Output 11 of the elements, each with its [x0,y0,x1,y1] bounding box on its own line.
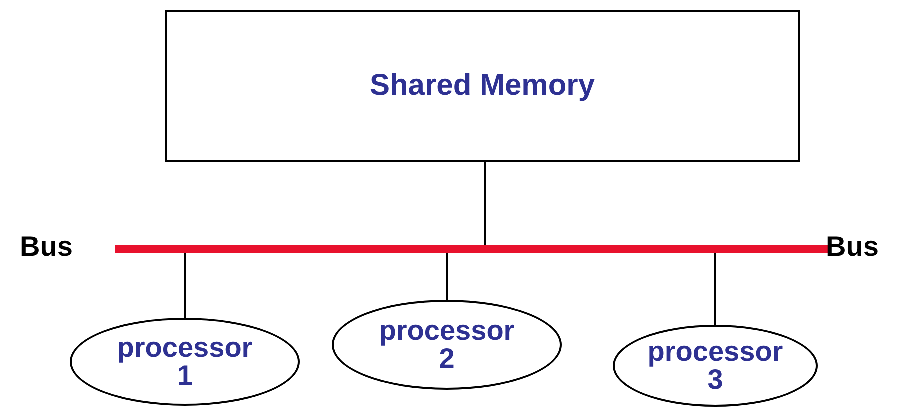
node-label: processor 3 [646,338,784,394]
memory-box [165,10,800,162]
node-label: Shared Memory [370,71,596,101]
connector-line [184,253,186,318]
node-label: processor 1 [116,334,254,390]
connector-line [484,162,486,245]
node-label: processor 2 [378,317,516,373]
bus-label: Bus [826,233,879,261]
connector-line [714,253,716,325]
bus-label: Bus [20,233,73,261]
connector-line [446,253,448,300]
